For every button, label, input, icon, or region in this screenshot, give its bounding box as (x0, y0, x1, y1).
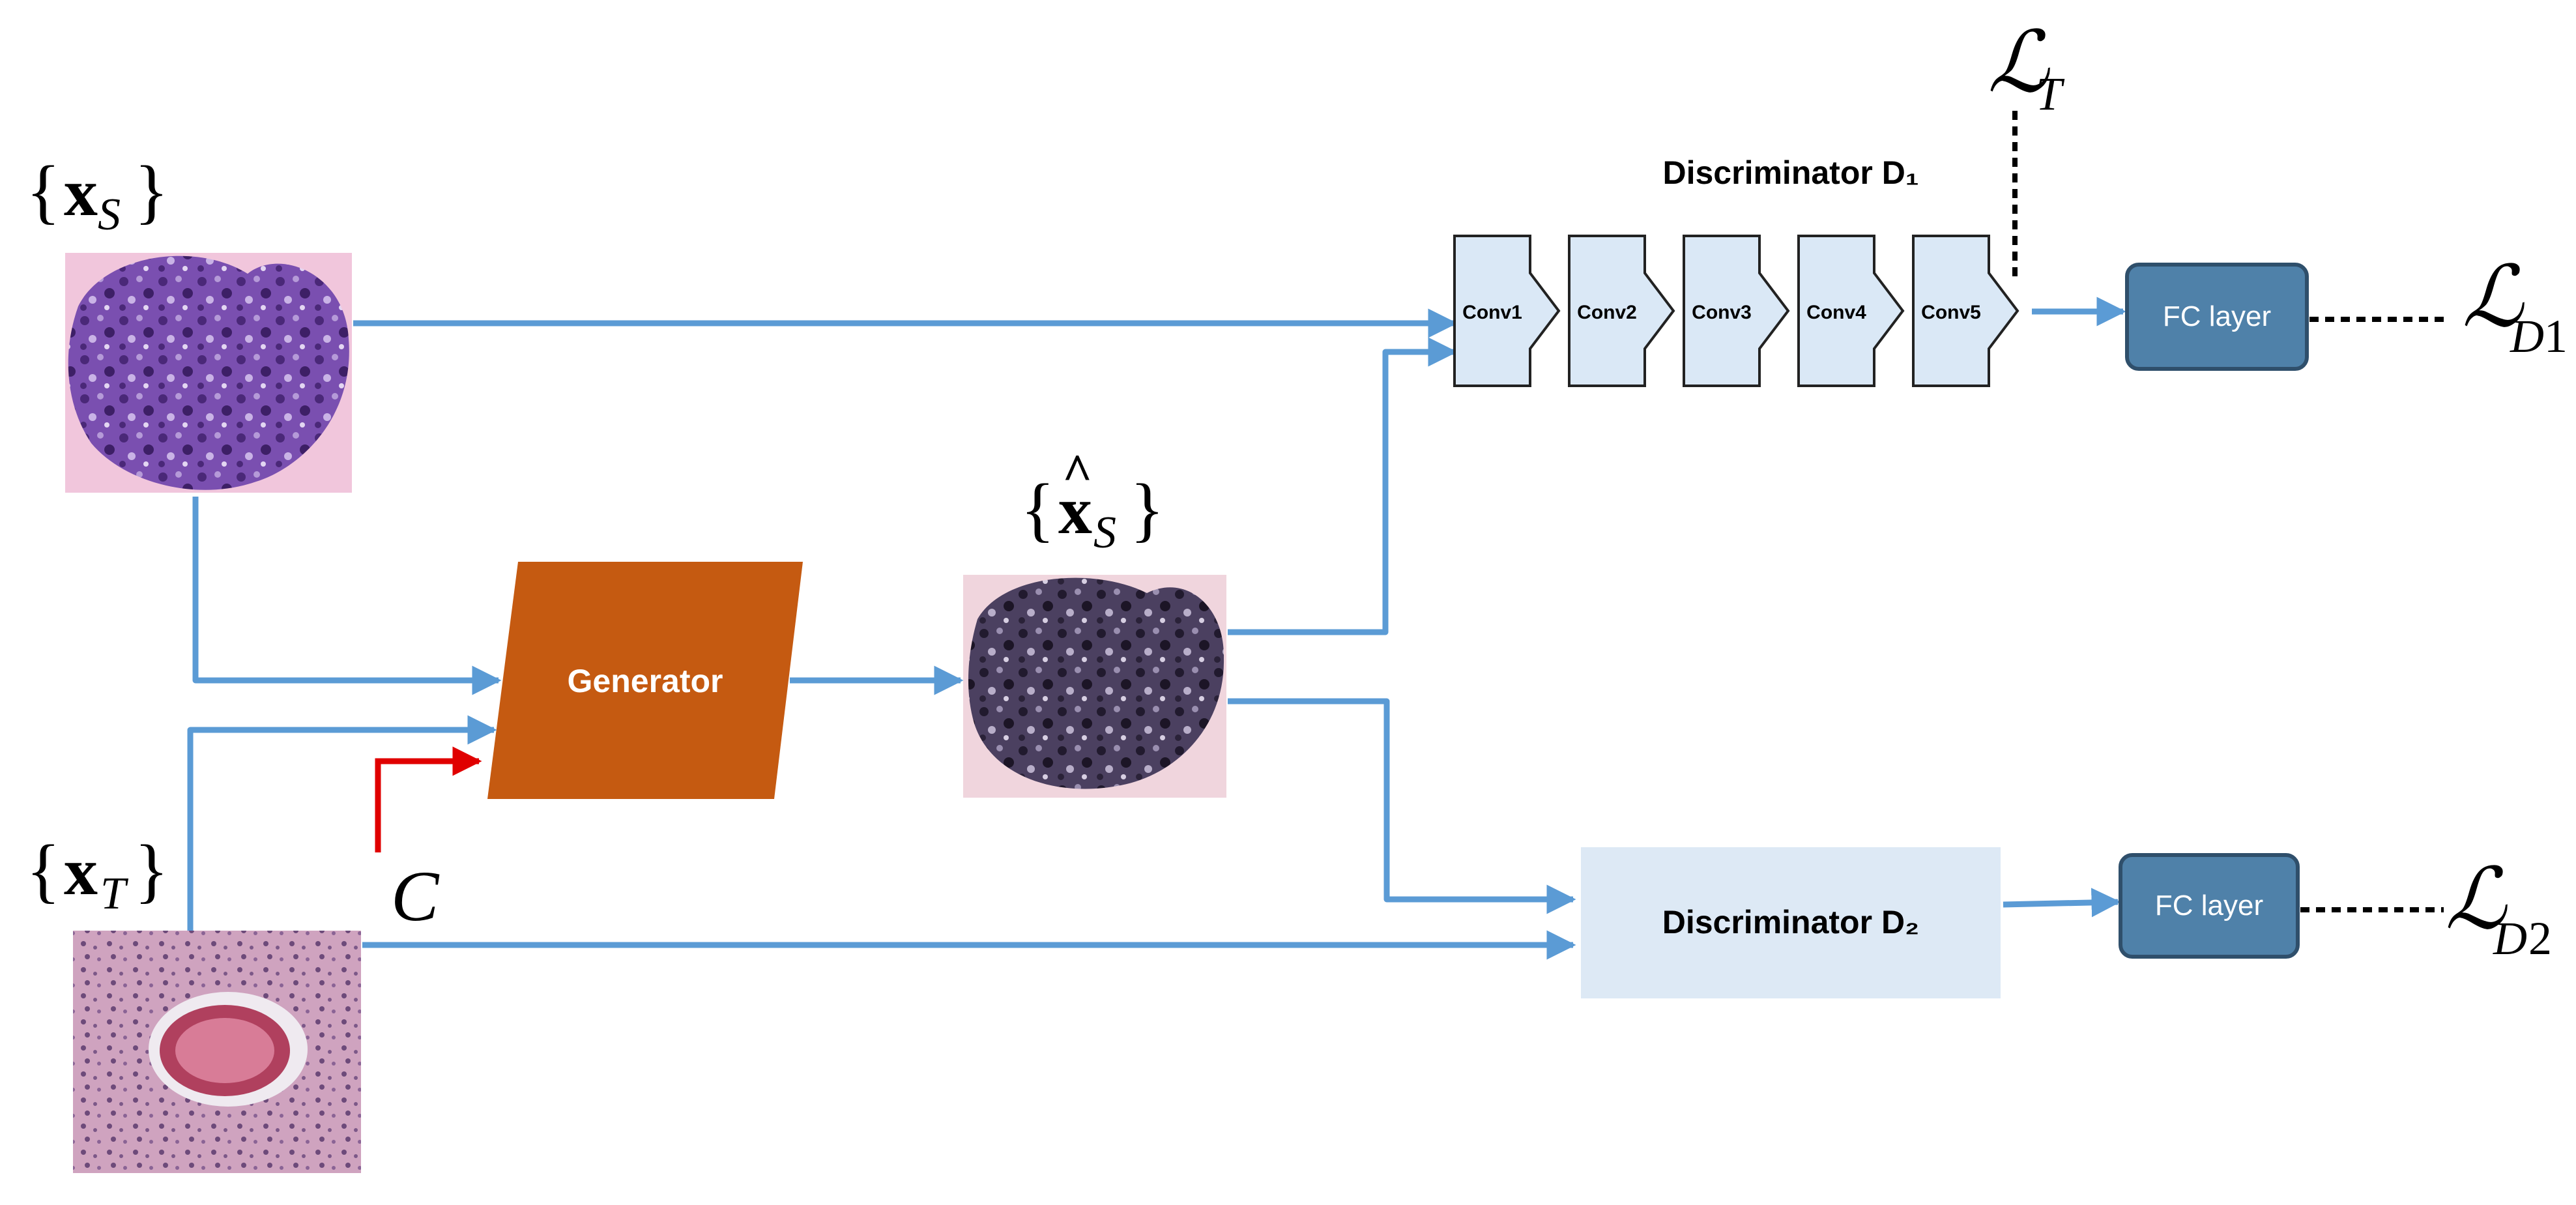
svg-text:D: D (2510, 310, 2544, 362)
svg-text:^: ^ (1062, 444, 1092, 502)
generated-image (963, 575, 1226, 798)
conv-layer-4 (1797, 235, 1905, 387)
condition-arrow (375, 746, 482, 852)
conv-layers: Conv1 Conv2 Conv3 Conv4 Conv5 (1453, 235, 2019, 387)
svg-text:ℒ: ℒ (1988, 16, 2050, 110)
target-images-label: { (26, 830, 61, 910)
loss-d2-symbol: ℒ D 2 (2445, 853, 2552, 965)
svg-text:x: x (1058, 473, 1092, 548)
conv-layer-4-label: Conv4 (1806, 302, 1866, 323)
generated-images-label: { (1020, 469, 1055, 549)
conv-layer-5 (1912, 235, 2019, 387)
conv-layer-5-label: Conv5 (1921, 302, 1981, 323)
svg-text:x: x (64, 834, 98, 909)
conv-layer-2-label: Conv2 (1577, 302, 1637, 323)
conv-layer-3 (1683, 235, 1790, 387)
svg-text:}: } (1130, 469, 1165, 549)
svg-text:}: } (134, 151, 169, 231)
svg-text:1: 1 (2544, 310, 2568, 362)
svg-text:x: x (64, 155, 98, 230)
svg-text:}: } (134, 830, 169, 910)
svg-text:S: S (98, 190, 121, 240)
arrow-target-to-generator (187, 715, 497, 931)
svg-text:2: 2 (2528, 912, 2552, 965)
svg-text:ℒ: ℒ (2462, 251, 2525, 345)
generator-block (487, 562, 803, 799)
arrow-generated-to-d2 (1228, 698, 1576, 914)
generator-label: Generator (568, 663, 723, 699)
source-image (65, 253, 352, 493)
svg-text:T: T (100, 869, 129, 919)
discriminator2-block (1581, 847, 2001, 998)
discriminator1-title: Discriminator D₁ (1663, 154, 1919, 191)
arrow-generated-to-conv1 (1228, 337, 1458, 635)
conv-layer-3-label: Conv3 (1692, 302, 1752, 323)
fc-layer-d2 (2119, 853, 2300, 959)
loss-d1-symbol: ℒ D 1 (2462, 251, 2568, 362)
svg-text:T: T (2036, 68, 2065, 120)
fc-layer-d2-label: FC layer (2155, 890, 2263, 922)
svg-text:ℒ: ℒ (2445, 853, 2508, 947)
fc-layer-d1 (2125, 263, 2309, 371)
loss-t-symbol: ℒ T (1988, 16, 2065, 120)
svg-text:D: D (2493, 912, 2527, 965)
target-image (73, 931, 361, 1173)
conv-layer-1 (1453, 235, 1561, 387)
conv-layer-1-label: Conv1 (1462, 302, 1522, 323)
fc-layer-d1-label: FC layer (2163, 300, 2271, 332)
condition-label: C (391, 856, 440, 936)
svg-text:S: S (1093, 508, 1116, 558)
arrow-source-to-generator (192, 497, 502, 695)
source-images-label: { (26, 151, 61, 231)
conv-layer-2 (1568, 235, 1675, 387)
arrow-d2-to-fc2 (2003, 888, 2121, 918)
discriminator2-title: Discriminator D₂ (1662, 904, 1920, 940)
